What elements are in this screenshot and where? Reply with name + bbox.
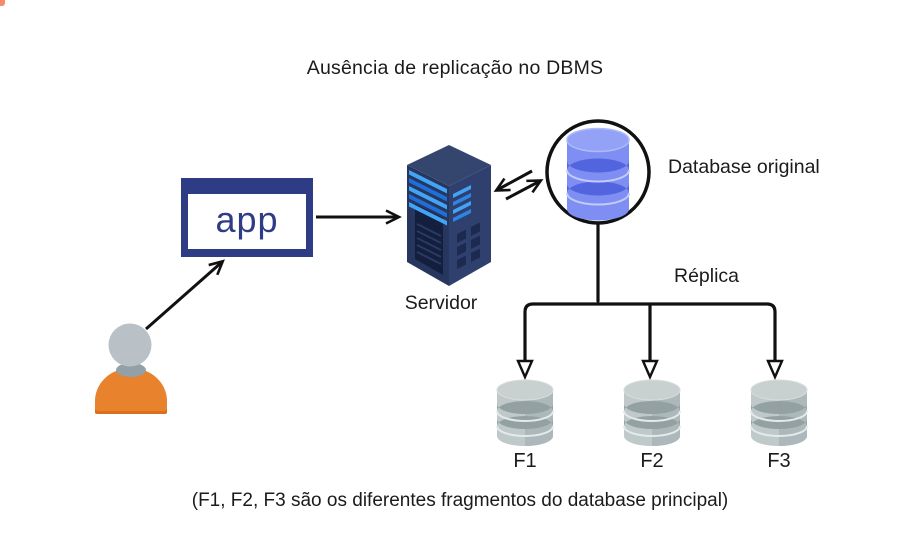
user-body [95, 368, 167, 412]
fragment-rim [496, 425, 554, 437]
user-head [108, 323, 152, 367]
corner-artifact [0, 0, 5, 6]
replica-label: Réplica [674, 265, 740, 287]
fragment-db-icon [750, 379, 808, 446]
diagram-title: Ausência de replicação no DBMS [306, 57, 604, 79]
fragment-top [623, 379, 681, 401]
fragment-rim [496, 410, 554, 422]
server-panel-ridges [416, 223, 442, 265]
database-top [566, 127, 630, 153]
fragment-label: F3 [767, 450, 791, 472]
server-tower-icon [407, 145, 491, 286]
bidirectional-arrows-icon [493, 169, 533, 192]
fragment-top [750, 379, 808, 401]
arrowhead-f1 [516, 359, 534, 380]
fragment-rim [750, 425, 808, 437]
server-stripes-left [409, 170, 447, 226]
branch-connector [523, 302, 777, 365]
server-vents [457, 222, 480, 269]
server-label: Servidor [404, 292, 478, 314]
fragment-db-icon [496, 379, 554, 446]
fragment-band [624, 401, 680, 414]
database-cylinder-icon [545, 119, 651, 225]
fragment-rim [623, 410, 681, 422]
server-stripes-right [453, 185, 471, 222]
server-panel [415, 204, 443, 275]
fragment-band [751, 401, 807, 414]
server-top-face [407, 145, 491, 186]
database-rim [566, 169, 630, 183]
fragment-band [497, 401, 553, 414]
database-rim [566, 192, 630, 206]
database-label: Database original [668, 156, 820, 178]
user-neck-shadow [116, 363, 146, 377]
fragment-db-icon [623, 379, 681, 446]
fragment-label: F2 [640, 450, 664, 472]
fragment-top [496, 379, 554, 401]
fragment-rim [623, 425, 681, 437]
database-body [567, 128, 629, 221]
server-right-face [449, 165, 491, 286]
fragment-rim [750, 410, 808, 422]
fragment-label: F1 [513, 450, 537, 472]
database-band [567, 181, 629, 196]
user-icon [95, 323, 167, 414]
app-label: app [215, 198, 279, 240]
bidirectional-arrows-icon [505, 179, 544, 201]
app-box-inner: app [188, 194, 306, 249]
app-box: app [181, 178, 313, 257]
arrowhead-f2 [641, 359, 659, 380]
arrowhead-f3 [766, 359, 784, 380]
caption: (F1, F2, F3 são os diferentes fragmentos… [191, 490, 729, 511]
database-band [567, 158, 629, 173]
